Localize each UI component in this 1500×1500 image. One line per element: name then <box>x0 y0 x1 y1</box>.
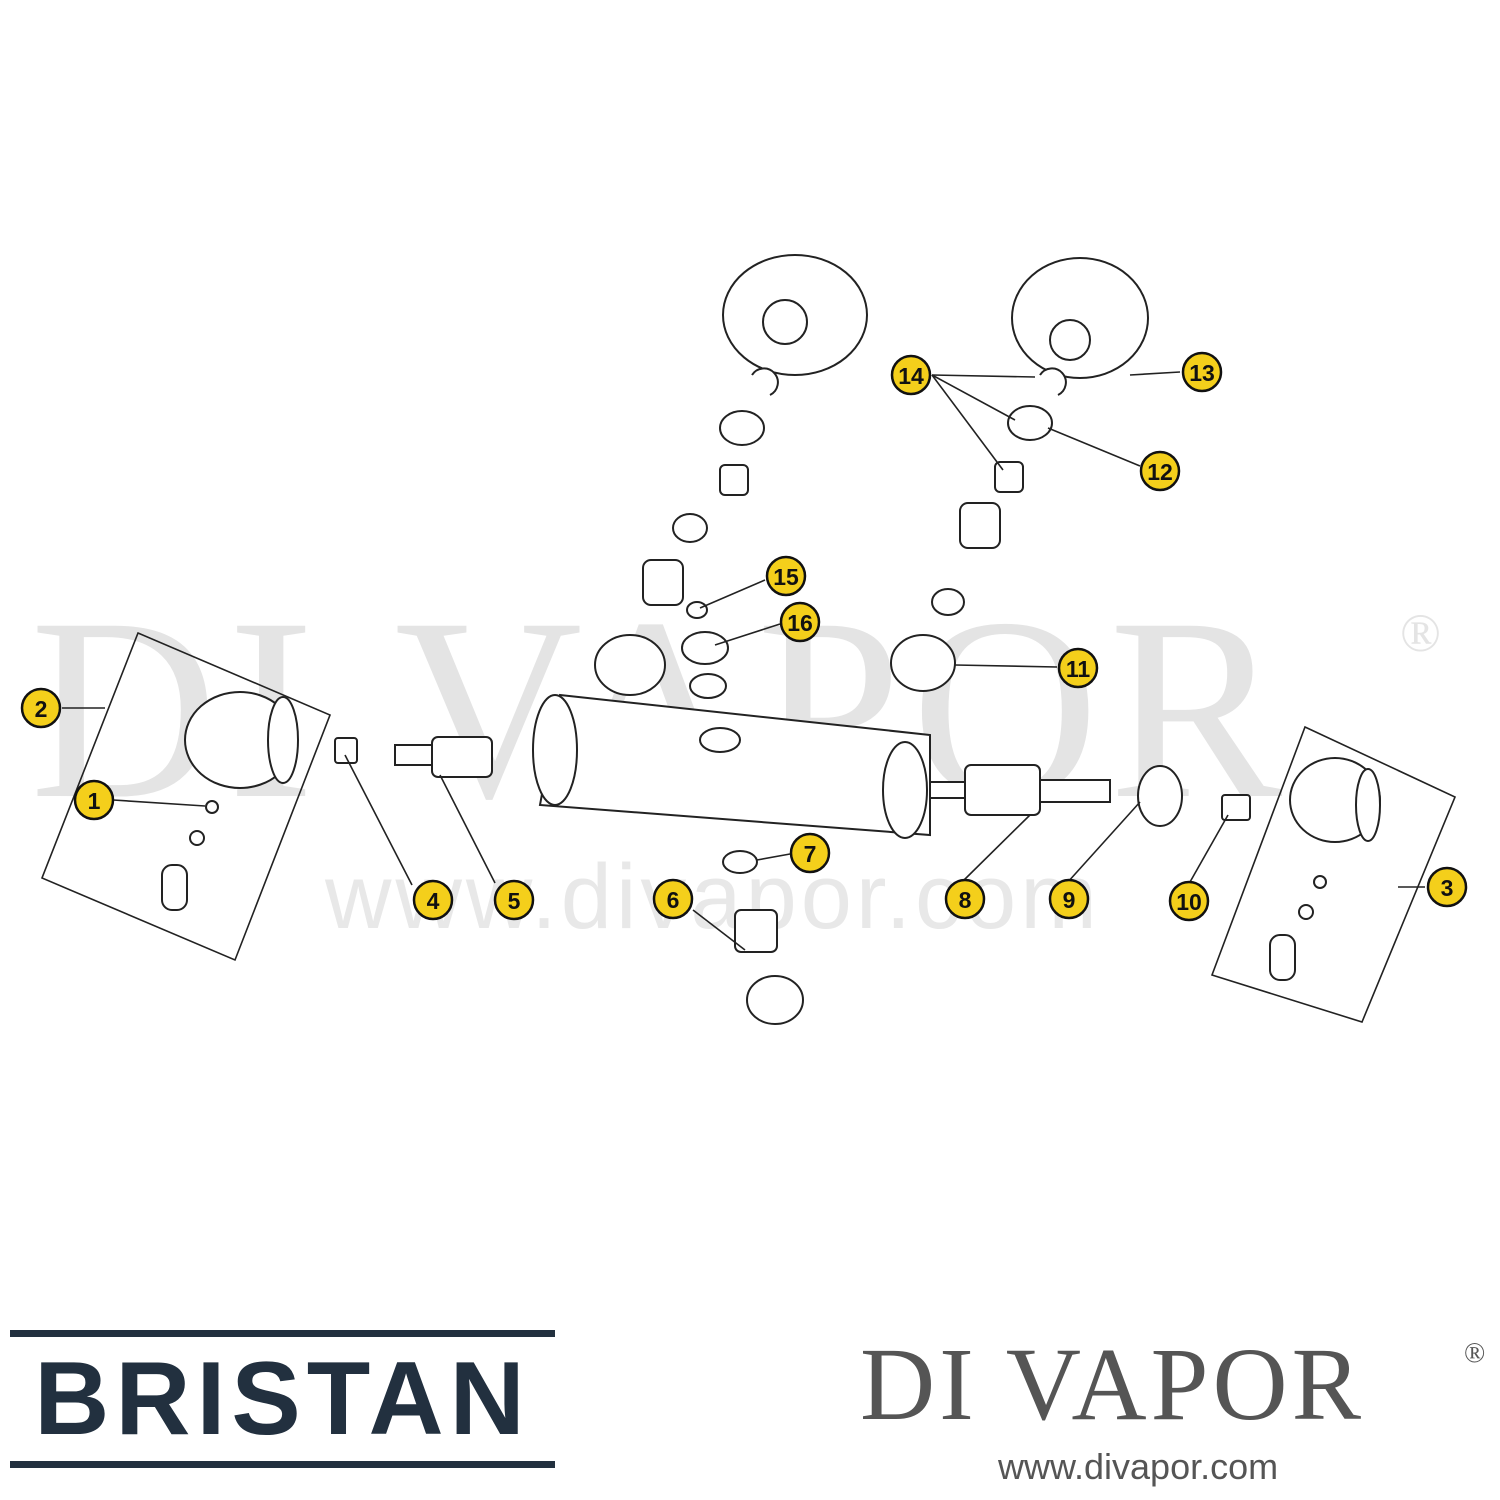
left-washer <box>189 830 205 846</box>
callout-2: 2 <box>20 687 62 729</box>
flow-cartridge <box>394 736 493 778</box>
callout-9: 9 <box>1048 878 1090 920</box>
dealer-name: DI VAPOR <box>860 1327 1365 1442</box>
right-handle-box <box>1210 725 1457 1023</box>
right-handle-insert <box>1269 934 1296 981</box>
svg-text:3: 3 <box>1441 875 1454 901</box>
svg-text:16: 16 <box>787 610 813 636</box>
callout-1: 1 <box>73 779 115 821</box>
left-handle-box <box>40 631 332 962</box>
callout-6: 6 <box>652 878 694 920</box>
left-inlet-shroud <box>594 634 666 696</box>
svg-text:1: 1 <box>88 788 101 814</box>
left-circlip <box>751 367 779 396</box>
svg-text:8: 8 <box>959 887 972 913</box>
right-grub-screw <box>1313 875 1327 889</box>
right-circlip <box>1039 367 1067 396</box>
right-check-valve <box>994 461 1024 493</box>
thermostatic-cartridge <box>929 764 1111 816</box>
right-spline-adapter <box>1221 794 1251 821</box>
dealer-registered-mark: ® <box>1464 1338 1486 1369</box>
svg-text:9: 9 <box>1063 887 1076 913</box>
svg-text:12: 12 <box>1147 459 1173 485</box>
dealer-url[interactable]: www.divapor.com <box>998 1446 1279 1487</box>
outlet-shroud <box>746 975 804 1025</box>
right-inlet-shroud <box>890 634 956 692</box>
right-handle-face <box>1355 768 1381 842</box>
callout-10: 10 <box>1168 880 1210 922</box>
cartridge-nut <box>1137 765 1183 827</box>
callout-7: 7 <box>789 832 831 874</box>
callout-12: 12 <box>1139 450 1181 492</box>
callout-5: 5 <box>493 879 535 921</box>
watermark-registered-mark: ® <box>1400 603 1442 663</box>
left-inlet-nut <box>642 559 684 606</box>
left-filter <box>719 410 765 446</box>
right-o-ring <box>931 588 965 616</box>
callout-15: 15 <box>765 555 807 597</box>
svg-text:10: 10 <box>1176 889 1202 915</box>
callout-14: 14 <box>890 354 932 396</box>
upper-left-cap <box>722 254 868 376</box>
upper-right-cap <box>1011 257 1149 379</box>
right-inlet-nut <box>959 502 1001 549</box>
left-spline-adapter <box>334 737 358 764</box>
svg-text:7: 7 <box>804 841 817 867</box>
svg-text:4: 4 <box>427 888 440 914</box>
callout-16: 16 <box>779 601 821 643</box>
svg-text:14: 14 <box>898 363 924 389</box>
svg-text:15: 15 <box>773 564 799 590</box>
outlet-adapter <box>734 909 778 953</box>
left-handle-insert <box>161 864 188 911</box>
bristan-logo: BRISTAN <box>10 1330 555 1470</box>
brand-name: BRISTAN <box>34 1341 531 1457</box>
part-15-plug <box>686 601 708 619</box>
svg-text:13: 13 <box>1189 360 1215 386</box>
callout-4: 4 <box>412 879 454 921</box>
left-handle-face <box>267 696 299 784</box>
outlet-washer <box>722 850 758 874</box>
callout-13: 13 <box>1181 351 1223 393</box>
right-filter <box>1007 405 1053 441</box>
callout-3: 3 <box>1426 866 1468 908</box>
divapor-logo: DI VAPOR ® www.divapor.com <box>860 1330 1500 1490</box>
left-o-ring <box>672 513 708 543</box>
part-16-cap <box>681 631 729 665</box>
callout-11: 11 <box>1057 647 1099 689</box>
callout-8: 8 <box>944 878 986 920</box>
svg-text:5: 5 <box>508 888 521 914</box>
leader-lines <box>62 371 1425 951</box>
svg-text:6: 6 <box>667 887 680 913</box>
brand-bottom-rule <box>10 1461 555 1468</box>
left-check-valve <box>719 464 749 496</box>
svg-text:11: 11 <box>1066 656 1091 682</box>
grub-screw-1 <box>205 800 219 814</box>
valve-body <box>532 693 931 839</box>
left-inlet-ring <box>689 673 727 699</box>
brand-top-rule <box>10 1330 555 1337</box>
right-washer <box>1298 904 1314 920</box>
svg-text:2: 2 <box>35 696 48 722</box>
